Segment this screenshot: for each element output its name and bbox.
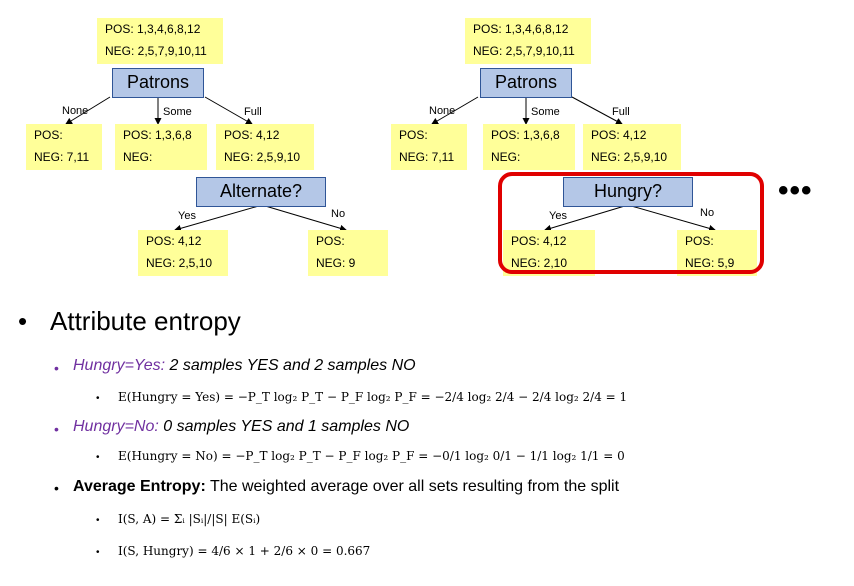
hungry-yes-leaf: POS: 4,12 NEG: 2,10 — [503, 230, 595, 276]
right-leaf-some: POS: 1,3,6,8 NEG: — [483, 124, 575, 170]
right-tree-edges — [431, 96, 716, 232]
right-sub-edge-no: No — [700, 207, 715, 219]
left-leaf-full-pos: POS: 4,12 — [224, 128, 280, 142]
average-entropy-text: The weighted average over all sets resul… — [209, 478, 620, 495]
right-sub-edge-yes: Yes — [549, 210, 567, 222]
bullet-icon: • — [54, 480, 59, 496]
hungry-yes-text: 2 samples YES and 2 samples NO — [169, 357, 416, 374]
left-leaf-full: POS: 4,12 NEG: 2,5,9,10 — [216, 124, 314, 170]
more-ellipsis: ••• — [778, 174, 813, 207]
left-sub-edge-no: No — [331, 208, 346, 220]
right-edge-some: Some — [531, 106, 560, 118]
hungry-yes-label: Hungry=Yes: — [73, 357, 166, 374]
right-leaf-full: POS: 4,12 NEG: 2,5,9,10 — [583, 124, 681, 170]
alternate-yes-neg: NEG: 2,5,10 — [146, 256, 213, 270]
purple-bullet-icon: • — [54, 360, 59, 376]
hungry-yes-neg: NEG: 2,10 — [511, 256, 568, 270]
left-leaf-none-neg: NEG: 7,11 — [34, 150, 90, 164]
hungry-no-label: Hungry=No: — [73, 418, 159, 435]
right-root-box: POS: 1,3,4,6,8,12 NEG: 2,5,7,9,10,11 — [465, 18, 591, 64]
left-edge-full: Full — [244, 106, 262, 118]
right-patrons-node: Patrons — [480, 68, 572, 98]
hungry-no-pos: POS: — [685, 234, 714, 248]
left-root-box: POS: 1,3,4,6,8,12 NEG: 2,5,7,9,10,11 — [97, 18, 223, 64]
right-edge-full: Full — [612, 106, 630, 118]
left-edge-none: None — [62, 105, 89, 117]
left-tree-edges — [65, 96, 347, 232]
alternate-node: Alternate? — [196, 177, 326, 207]
left-patrons-node: Patrons — [112, 68, 204, 98]
hungry-node: Hungry? — [563, 177, 693, 207]
left-root-neg: NEG: 2,5,7,9,10,11 — [105, 44, 207, 58]
right-root-pos: POS: 1,3,4,6,8,12 — [473, 22, 569, 36]
right-edge-none: None — [429, 105, 456, 117]
highlight-frame — [498, 172, 764, 274]
bullet-icon: • — [96, 452, 100, 463]
right-leaf-some-neg: NEG: — [491, 150, 521, 164]
alternate-no-leaf: POS: NEG: 9 — [308, 230, 388, 276]
section-title: Attribute entropy — [50, 306, 241, 336]
bullet-icon: • — [96, 547, 100, 558]
right-leaf-full-neg: NEG: 2,5,9,10 — [591, 150, 668, 164]
right-leaf-full-pos: POS: 4,12 — [591, 128, 647, 142]
hungry-no-line: Hungry=No: 0 samples YES and 1 samples N… — [73, 418, 409, 436]
left-leaf-some: POS: 1,3,6,8 NEG: — [115, 124, 207, 170]
purple-bullet-icon: • — [54, 421, 59, 437]
hungry-no-neg: NEG: 5,9 — [685, 256, 735, 270]
formula-yes: E(Hungry = Yes) = −P_T log₂ P_T − P_F lo… — [118, 390, 628, 404]
left-leaf-some-neg: NEG: — [123, 150, 153, 164]
right-leaf-none-pos: POS: — [399, 128, 428, 142]
alternate-yes-pos: POS: 4,12 — [146, 234, 202, 248]
left-leaf-some-pos: POS: 1,3,6,8 — [123, 128, 192, 142]
hungry-no-text: 0 samples YES and 1 samples NO — [163, 418, 410, 435]
left-edge-some: Some — [163, 106, 192, 118]
hungry-yes-pos: POS: 4,12 — [511, 234, 567, 248]
left-leaf-none: POS: NEG: 7,11 — [26, 124, 102, 170]
left-sub-edge-yes: Yes — [178, 210, 196, 222]
alternate-yes-leaf: POS: 4,12 NEG: 2,5,10 — [138, 230, 228, 276]
average-entropy-label: Average Entropy: — [73, 478, 206, 495]
bullet-icon: • — [18, 306, 28, 336]
hungry-no-leaf: POS: NEG: 5,9 — [677, 230, 757, 276]
right-leaf-none-neg: NEG: 7,11 — [399, 150, 455, 164]
right-leaf-none: POS: NEG: 7,11 — [391, 124, 467, 170]
bullet-icon: • — [96, 393, 100, 404]
left-leaf-full-neg: NEG: 2,5,9,10 — [224, 150, 301, 164]
left-root-pos: POS: 1,3,4,6,8,12 — [105, 22, 201, 36]
formula-avg-val: I(S, Hungry) = 4/6 × 1 + 2/6 × 0 = 0.667 — [118, 544, 371, 558]
right-leaf-some-pos: POS: 1,3,6,8 — [491, 128, 560, 142]
formula-no: E(Hungry = No) = −P_T log₂ P_T − P_F log… — [118, 449, 625, 463]
left-leaf-none-pos: POS: — [34, 128, 63, 142]
bullet-icon: • — [96, 515, 100, 526]
alternate-no-pos: POS: — [316, 234, 345, 248]
right-root-neg: NEG: 2,5,7,9,10,11 — [473, 44, 575, 58]
average-entropy-line: Average Entropy: The weighted average ov… — [73, 478, 619, 496]
alternate-no-neg: NEG: 9 — [316, 256, 356, 270]
formula-avg-def: I(S, A) = Σᵢ |Sᵢ|/|S| E(Sᵢ) — [118, 512, 261, 526]
hungry-yes-line: Hungry=Yes: 2 samples YES and 2 samples … — [73, 357, 416, 375]
